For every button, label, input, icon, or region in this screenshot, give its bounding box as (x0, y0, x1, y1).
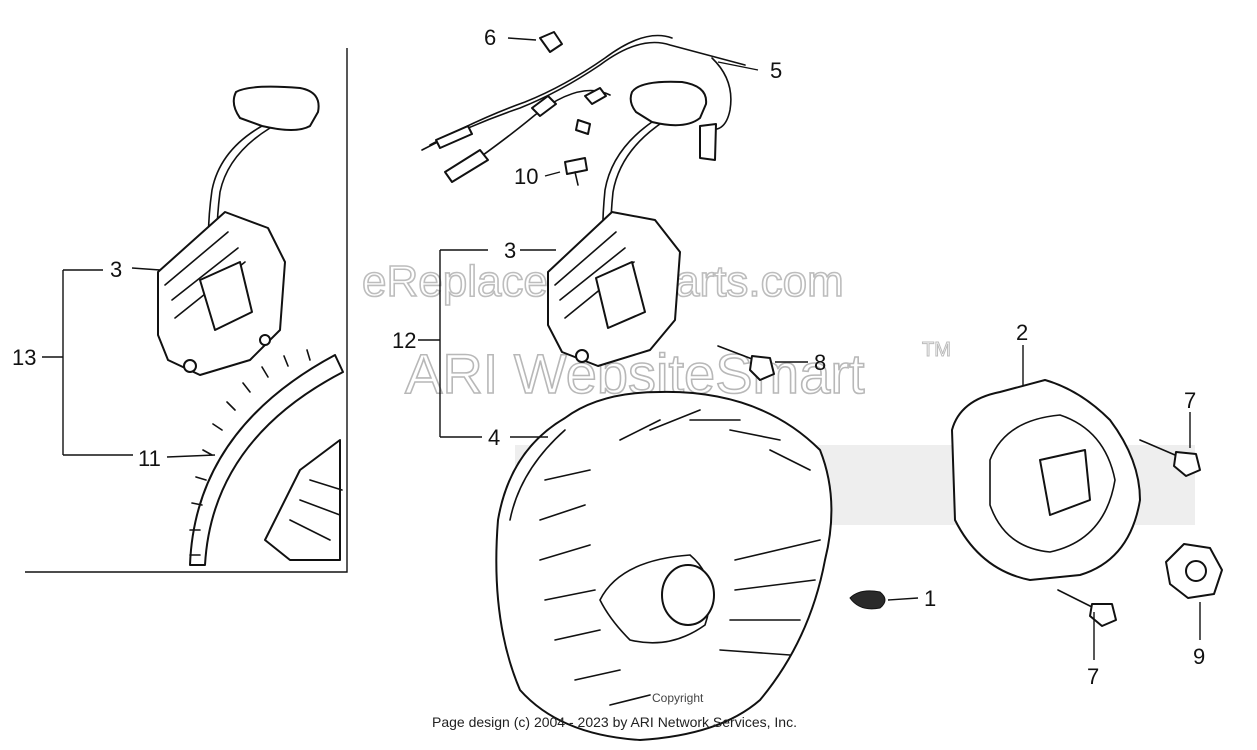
nut-9 (1165, 543, 1223, 599)
callout-7-lower: 7 (1087, 664, 1099, 689)
callout-8: 8 (814, 350, 826, 375)
callout-2: 2 (1016, 320, 1028, 345)
bolt-8 (717, 345, 775, 381)
inset-flywheel-rim (189, 349, 344, 566)
inset-leaders (42, 267, 216, 458)
callout-12: 12 (392, 328, 416, 353)
flywheel (495, 390, 833, 741)
callout-3-main: 3 (504, 238, 516, 263)
callout-6: 6 (484, 25, 496, 50)
ignition-coil (547, 80, 708, 367)
watermark-tm: TM (922, 339, 951, 361)
key-1 (849, 590, 886, 610)
bolt-7-upper (1139, 439, 1201, 477)
inset-ignition-coil (157, 85, 320, 376)
inset-frame (25, 48, 348, 573)
callout-9: 9 (1193, 644, 1205, 669)
callout-3-inset: 3 (110, 257, 122, 282)
callout-13: 13 (12, 345, 36, 370)
bolt-7-lower (1057, 589, 1117, 627)
page-design-footer: Page design (c) 2004 - 2023 by ARI Netwo… (432, 714, 797, 730)
callout-4: 4 (488, 425, 500, 450)
main-leaders (418, 37, 1201, 660)
callout-11: 11 (138, 446, 161, 471)
wire-harness (421, 31, 746, 183)
callout-7-upper: 7 (1184, 388, 1196, 413)
callout-1: 1 (924, 586, 936, 611)
callout-10: 10 (514, 164, 538, 189)
copyright-label: Copyright (652, 691, 704, 705)
bolt-10 (564, 119, 591, 186)
callout-5: 5 (770, 58, 782, 83)
starter-pulley (951, 379, 1141, 581)
